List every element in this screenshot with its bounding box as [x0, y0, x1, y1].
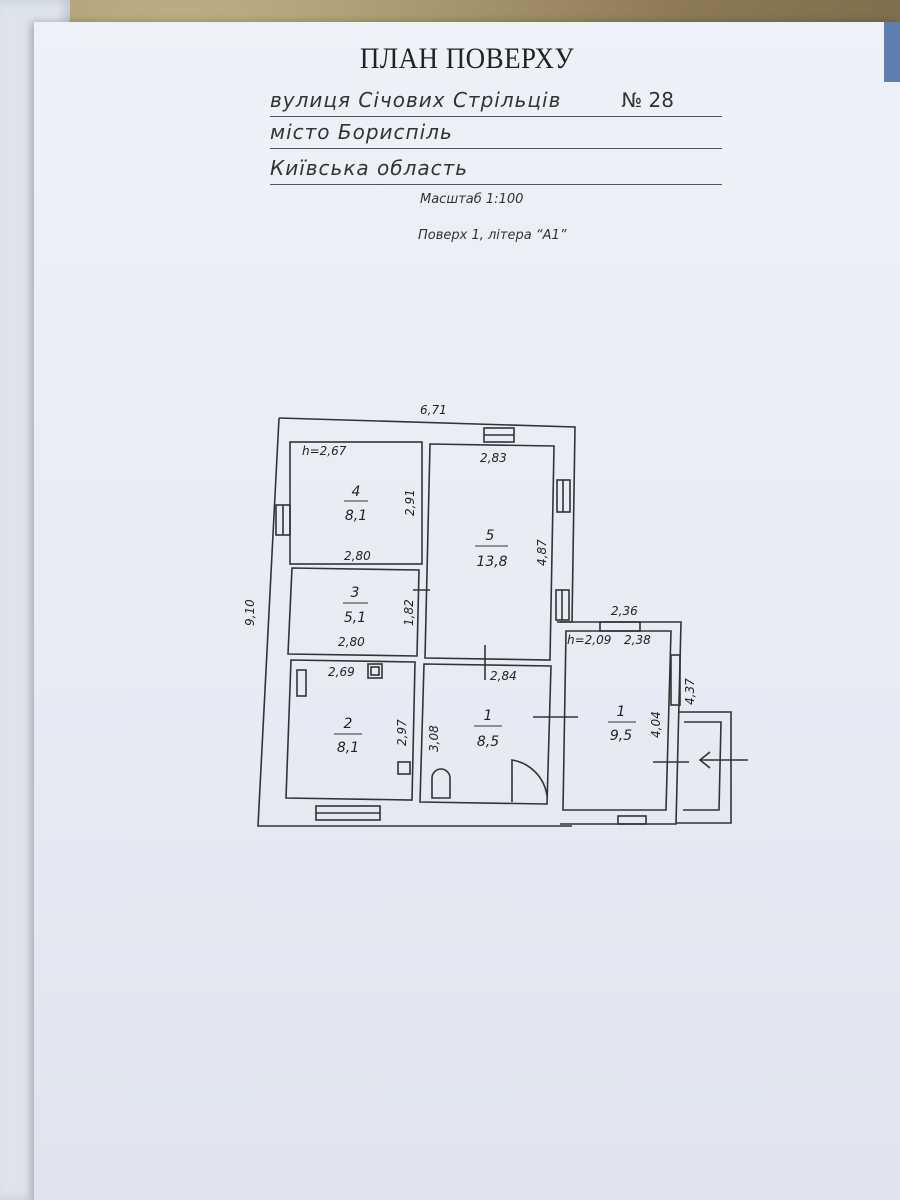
window-annex-top [599, 621, 641, 632]
room-4-area: 8,1 [345, 508, 367, 524]
city-value: місто Бориспіль [270, 120, 453, 144]
room-2-area: 8,1 [337, 740, 359, 756]
room-3-height: 1,82 [402, 599, 416, 626]
ceiling-height-annex: h=2,09 [567, 633, 611, 647]
room-4-height: 2,91 [403, 489, 417, 516]
room-5-outline [424, 443, 555, 661]
room-1-area: 8,5 [477, 734, 499, 750]
street-field: вулиця Січових Стрільців № 28 [270, 88, 722, 117]
room-3-outline [287, 567, 420, 657]
toilet-fixture-icon [431, 768, 451, 799]
floor-caption: Поверх 1, літера “А1” [418, 228, 567, 243]
annex-room-height: 4,04 [649, 711, 663, 738]
door-swing-arc [511, 759, 548, 802]
room-1-outline [419, 663, 552, 805]
room-2-outline [285, 659, 416, 801]
room-4-number: 4 [352, 484, 361, 500]
room-4-width: 2,80 [344, 549, 371, 563]
window-annex-right [670, 654, 681, 706]
overall-width-dim: 6,71 [420, 403, 447, 417]
sink-fixture-icon [296, 669, 307, 697]
overall-height-dim: 9,10 [243, 599, 257, 626]
city-field: місто Бориспіль [270, 120, 722, 149]
annex-room-area: 9,5 [610, 728, 632, 744]
room-5-width: 2,83 [480, 451, 507, 465]
entrance-arrow-head [698, 751, 711, 769]
room-3-width: 2,80 [338, 635, 365, 649]
room-4-outline [289, 441, 423, 565]
room-5-area: 13,8 [476, 554, 507, 570]
porch-inner-outline [683, 721, 722, 811]
ceiling-height-main: h=2,67 [302, 444, 347, 458]
window-annex-bottom [617, 815, 647, 825]
region-value: Київська область [270, 156, 469, 180]
room-3-number: 3 [351, 585, 360, 601]
binder-edge [884, 22, 900, 82]
annex-room-number: 1 [617, 704, 626, 720]
annex-room-width: 2,38 [624, 633, 651, 647]
stove-fixture-icon [367, 663, 383, 679]
page-title: ПЛАН ПОВЕРХУ [359, 42, 575, 75]
room-1-width: 2,84 [490, 669, 517, 683]
region-field: Київська область [270, 156, 722, 185]
room-3-area: 5,1 [344, 610, 366, 626]
street-value: вулиця Січових Стрільців [270, 88, 562, 112]
main-outer-left-wall [257, 417, 572, 827]
room-1-number: 1 [484, 708, 493, 724]
annex-width-dim: 2,36 [611, 604, 638, 618]
house-number: № 28 [621, 88, 674, 112]
document-page: ПЛАН ПОВЕРХУ вулиця Січових Стрільців № … [34, 22, 900, 1200]
room-5-number: 5 [486, 528, 495, 544]
room-1-height: 3,08 [427, 725, 441, 752]
scale-caption: Масштаб 1:100 [420, 192, 524, 207]
room-2-width: 2,69 [328, 665, 355, 679]
porch-outline [676, 711, 732, 824]
room-5-height: 4,87 [535, 539, 549, 566]
annex-height-dim: 4,37 [683, 678, 697, 705]
room-2-number: 2 [344, 716, 353, 732]
room-2-height: 2,97 [395, 719, 409, 746]
socket-fixture-icon [397, 761, 411, 775]
